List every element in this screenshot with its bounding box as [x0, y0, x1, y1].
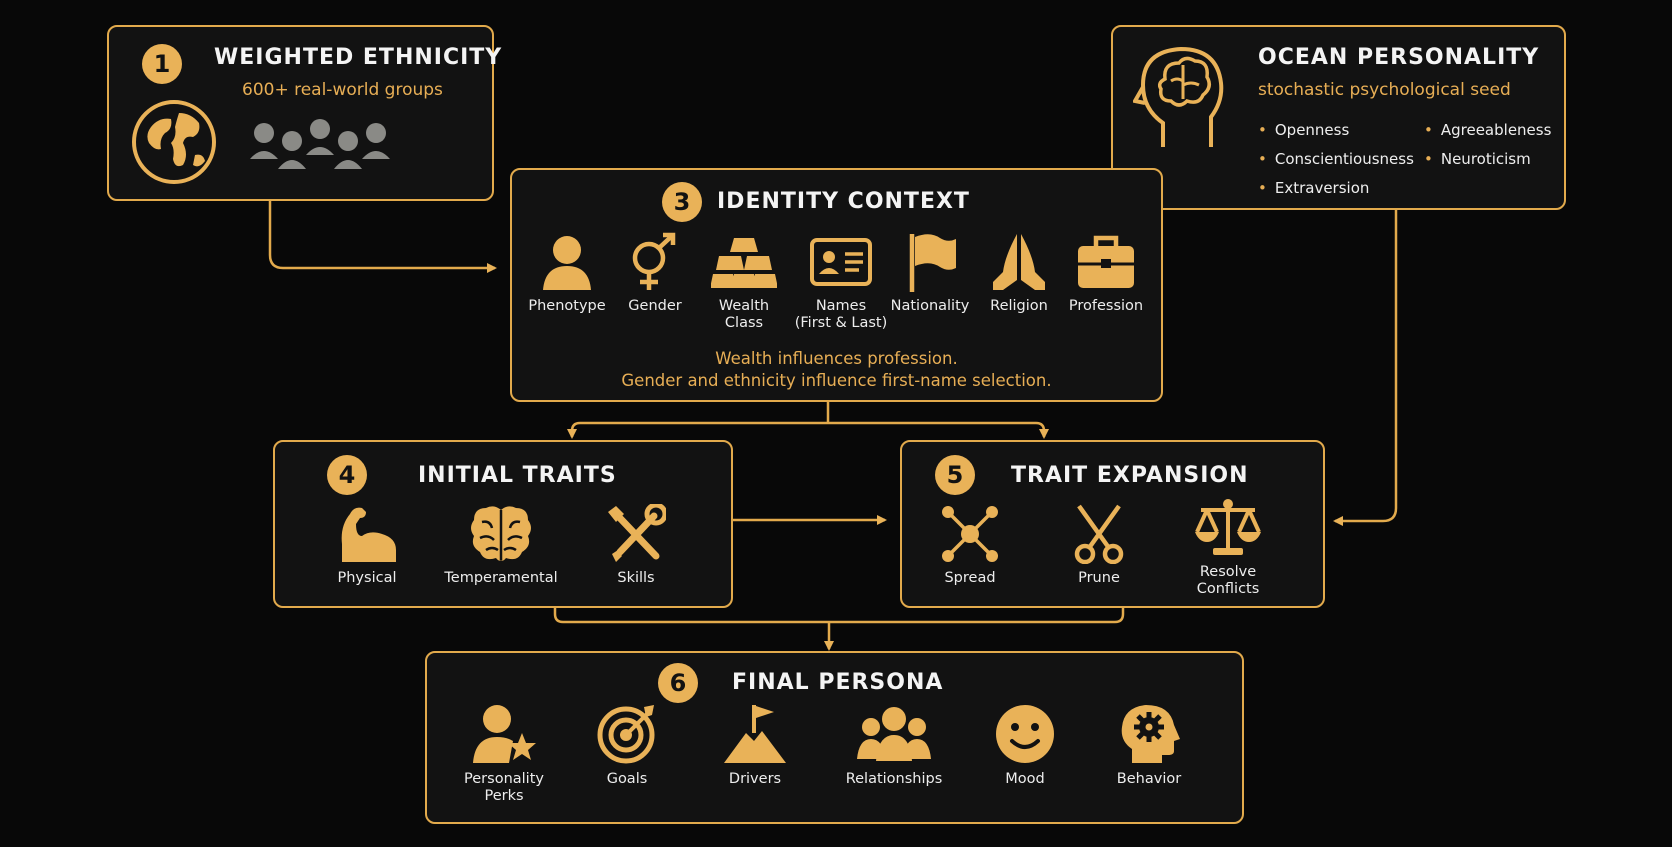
node-subtitle: 600+ real-world groups	[242, 80, 443, 100]
item-label: Gender	[628, 298, 682, 314]
edge-identity-to-expansion	[828, 421, 1049, 439]
person-icon	[543, 236, 591, 290]
id-card-icon	[810, 238, 872, 286]
item-label: Prune	[1078, 570, 1120, 586]
node-title: OCEAN PERSONALITY	[1258, 45, 1540, 70]
expansion-item-prune: Prune	[1039, 504, 1159, 587]
node-weighted-ethnicity: 1 WEIGHTED ETHNICITY 600+ real-world gro…	[107, 25, 501, 201]
item-label: Behavior	[1116, 771, 1182, 787]
item-label: Drivers	[728, 771, 782, 787]
item-label: Temperamental	[444, 570, 558, 586]
item-label: Names (First & Last)	[794, 298, 888, 331]
people-group-icon	[857, 707, 931, 761]
target-icon	[597, 705, 655, 764]
scales-icon	[1195, 499, 1261, 555]
initial-item-skills: Skills	[576, 504, 696, 587]
flag-icon	[909, 234, 956, 292]
step-number-badge: 3	[662, 182, 702, 222]
item-label: Profession	[1068, 298, 1144, 314]
node-identity-context: 3 IDENTITY CONTEXT Phenotype Gender Weal…	[510, 168, 1163, 402]
step-number-badge: 6	[658, 663, 698, 703]
node-title: WEIGHTED ETHNICITY	[214, 45, 503, 70]
persona-item-mood: Mood	[965, 703, 1085, 788]
initial-item-temperamental: Temperamental	[441, 504, 561, 587]
head-brain-icon	[1133, 46, 1224, 147]
mountain-flag-icon	[724, 705, 786, 763]
identity-item-gender: Gender	[595, 232, 715, 315]
expansion-item-resolve-conflicts: Resolve Conflicts	[1168, 498, 1288, 598]
tools-icon	[608, 504, 666, 562]
node-initial-traits: 4 INITIAL TRAITS Physical Temperamental …	[273, 440, 733, 608]
identity-item-phenotype: Phenotype	[507, 232, 627, 315]
edge-ocean-to-expansion	[1333, 210, 1398, 526]
item-label: Resolve Conflicts	[1196, 564, 1260, 597]
briefcase-icon	[1078, 235, 1134, 288]
persona-item-relationships: Relationships	[834, 703, 954, 788]
node-title: IDENTITY CONTEXT	[717, 189, 970, 214]
item-label: Mood	[1005, 771, 1045, 787]
person-star-icon	[473, 705, 536, 763]
trait-neuroticism: Neuroticism	[1424, 150, 1531, 168]
item-label: Personality Perks	[464, 771, 544, 804]
persona-item-personality-perks: Personality Perks	[444, 703, 564, 805]
gold-bars-icon	[711, 238, 777, 288]
people-group-icon	[250, 119, 390, 169]
node-title: TRAIT EXPANSION	[1011, 463, 1249, 488]
praying-hands-icon	[993, 234, 1045, 290]
node-subtitle: stochastic psychological seed	[1258, 80, 1511, 100]
trait-openness: Openness	[1258, 121, 1349, 139]
gender-icon	[632, 232, 676, 290]
step-number-badge: 5	[935, 455, 975, 495]
step-number-badge: 4	[327, 455, 367, 495]
flexed-arm-icon	[341, 507, 396, 562]
item-label: Spread	[944, 570, 996, 586]
head-gear-icon	[1121, 705, 1180, 763]
globe-icon	[132, 100, 216, 184]
node-title: FINAL PERSONA	[732, 670, 944, 695]
brain-icon	[471, 506, 531, 561]
identity-item-religion: Religion	[959, 232, 1079, 315]
scissors-icon	[1074, 504, 1124, 564]
identity-item-names: Names (First & Last)	[781, 232, 901, 332]
persona-item-goals: Goals	[567, 703, 687, 788]
item-label: Physical	[337, 570, 397, 586]
item-label: Nationality	[890, 298, 970, 314]
node-final-persona: 6 FINAL PERSONA Personality Perks Goals …	[425, 651, 1244, 824]
trait-agreeableness: Agreeableness	[1424, 121, 1552, 139]
expansion-item-spread: Spread	[910, 504, 1030, 587]
item-label: Relationships	[845, 771, 943, 787]
smiley-icon	[996, 705, 1054, 763]
edge-initial-to-persona	[553, 608, 1125, 624]
identity-item-wealth-class: Wealth Class	[684, 232, 804, 332]
node-trait-expansion: 5 TRAIT EXPANSION Spread Prune Resolve C…	[900, 440, 1325, 608]
trait-conscientiousness: Conscientiousness	[1258, 150, 1414, 168]
node-title: INITIAL TRAITS	[418, 463, 617, 488]
item-label: Skills	[617, 570, 655, 586]
edge-ethnicity-to-identity	[268, 200, 497, 273]
step-number-badge: 1	[142, 44, 182, 84]
trait-extraversion: Extraversion	[1258, 179, 1370, 197]
identity-note-line1: Wealth influences profession.	[715, 349, 958, 368]
item-label: Goals	[606, 771, 648, 787]
edge-identity-to-initial	[567, 421, 828, 439]
item-label: Phenotype	[528, 298, 606, 314]
item-label: Religion	[990, 298, 1048, 314]
persona-item-behavior: Behavior	[1089, 703, 1209, 788]
persona-item-drivers: Drivers	[695, 703, 815, 788]
initial-item-physical: Physical	[307, 504, 427, 587]
identity-note-line2: Gender and ethnicity influence first-nam…	[621, 371, 1052, 390]
identity-item-profession: Profession	[1046, 232, 1166, 315]
item-label: Wealth Class	[718, 298, 770, 331]
node-ocean-personality: OCEAN PERSONALITY stochastic psychologic…	[1111, 25, 1566, 210]
identity-item-nationality: Nationality	[870, 232, 990, 315]
spread-nodes-icon	[942, 506, 998, 562]
